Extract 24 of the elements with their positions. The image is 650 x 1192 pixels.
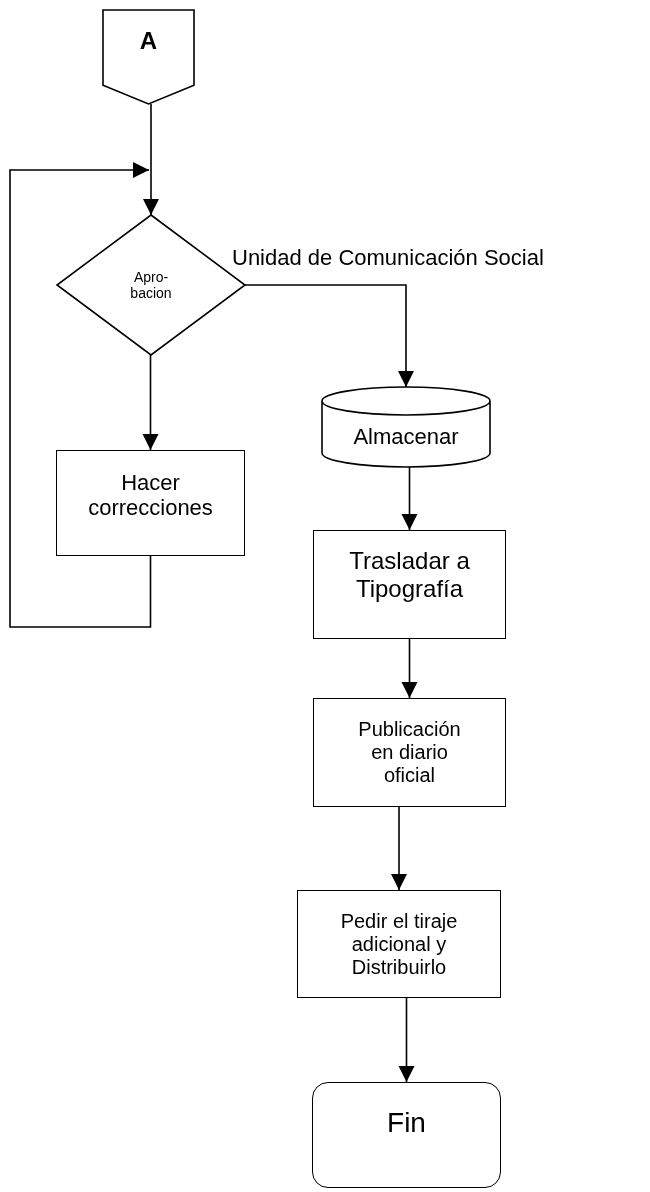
- node-label: Apro- bacion: [129, 268, 173, 302]
- process-box: [297, 890, 501, 998]
- node-label: Fin: [387, 1106, 426, 1140]
- process-box: [313, 698, 506, 807]
- node-label: Trasladar a Tipografía: [348, 546, 471, 603]
- arrow: [244, 284, 414, 388]
- process-box: [313, 530, 506, 639]
- arrow: [398, 997, 415, 1083]
- node-label: Pedir el tiraje adicional y Distribuirlo: [339, 909, 459, 979]
- node-label: Almacenar: [353, 424, 459, 450]
- terminal-box: [312, 1082, 501, 1188]
- arrow: [9, 162, 152, 628]
- node-label: Hacer correcciones: [87, 469, 214, 521]
- arrow: [401, 466, 418, 531]
- process-box: [56, 450, 245, 556]
- storage-cylinder: [322, 387, 490, 467]
- arrow: [391, 806, 407, 891]
- off-page-connector: [103, 10, 194, 104]
- arrow: [143, 103, 159, 216]
- arrow: [142, 354, 159, 451]
- node-label: Publicación en diario oficial: [357, 718, 462, 787]
- node-label: A: [139, 27, 158, 55]
- arrow: [401, 638, 418, 699]
- unit-heading: Unidad de Comunicación Social: [232, 245, 544, 271]
